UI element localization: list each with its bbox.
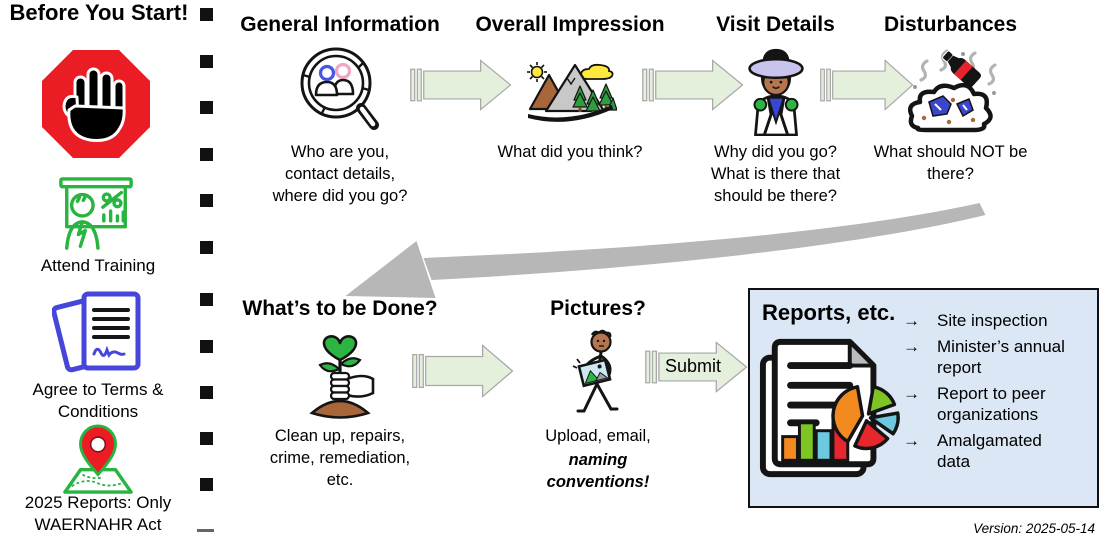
list-item-text: Amalgamated data: [937, 431, 1042, 471]
list-item-text: Report to peer organizations: [937, 384, 1046, 424]
list-item: → Site inspection: [903, 310, 1091, 331]
submit-label: Submit: [664, 356, 722, 376]
list-item-text: Site inspection: [937, 311, 1048, 330]
stop-hand-icon: [42, 50, 150, 158]
attend-training-label: Attend Training: [40, 256, 156, 275]
step-general-information: General Information Who are you, contact…: [240, 12, 440, 207]
waernahr-act-label: 2025 Reports: Only WAERNAHR Act: [24, 493, 172, 534]
divider-dash: [197, 529, 214, 532]
reports-list: → Site inspection → Minister’s annual re…: [903, 310, 1091, 477]
step-whats-to-be-done: What’s to be Done? Clean up, repairs, cr…: [240, 296, 440, 491]
arrow-bullet-icon: →: [903, 431, 920, 450]
before-you-start-title: Before You Start!: [9, 0, 189, 25]
reports-box: Reports, etc.: [748, 288, 1099, 508]
version-label: Version: 2025-05-14: [973, 521, 1095, 536]
training-presentation-icon: [59, 177, 133, 250]
step-description: What did you think?: [497, 143, 643, 161]
divider-square: [200, 340, 213, 353]
arrow-bullet-icon: →: [903, 384, 920, 403]
step-title: Pictures?: [550, 297, 646, 320]
divider-square: [200, 55, 213, 68]
list-item-text: Minister’s annual report: [937, 337, 1065, 377]
step-title: Overall Impression: [475, 13, 665, 36]
arrow-bullet-icon: →: [903, 337, 920, 356]
map-pin-icon: [63, 424, 133, 494]
park-visitor-icon: [747, 48, 804, 136]
reports-title: Reports, etc.: [762, 300, 896, 325]
step-disturbances: Disturbances: [858, 12, 1043, 185]
list-item: → Report to peer organizations: [903, 383, 1091, 425]
magnifier-people-icon: [300, 47, 379, 130]
step-description: Who are you, contact details, where did …: [272, 143, 408, 205]
divider-square: [200, 101, 213, 114]
step-title: What’s to be Done?: [242, 297, 438, 320]
step-overall-impression: Overall Impression: [468, 12, 672, 163]
flow-arrow-icon: [820, 59, 914, 111]
return-swoosh-arrow-icon: [345, 203, 986, 298]
planting-hand-icon: [309, 335, 375, 419]
step-description: What should NOT be there?: [873, 143, 1028, 183]
divider-square: [200, 386, 213, 399]
step-description: Clean up, repairs, crime, remediation, e…: [269, 427, 411, 489]
divider-square: [200, 478, 213, 491]
flow-arrow-icon: [412, 344, 514, 398]
arrow-bullet-icon: →: [903, 311, 920, 330]
submit-arrow-icon: [645, 341, 748, 393]
step-description: Why did you go? What is there that shoul…: [710, 143, 841, 205]
divider-square: [200, 432, 213, 445]
divider-square: [200, 241, 213, 254]
list-item: → Amalgamated data: [903, 430, 1091, 472]
step-title: Disturbances: [883, 13, 1018, 36]
divider-square: [200, 194, 213, 207]
landscape-icon: [527, 62, 617, 122]
step-visit-details: Visit Details Why did you go? What is th…: [688, 12, 863, 207]
flow-arrow-icon: [410, 59, 512, 111]
divider-square: [200, 293, 213, 306]
step-description: Upload, email,: [545, 427, 651, 445]
step-description-emphasis: naming conventions!: [546, 451, 650, 491]
step-title: Visit Details: [716, 13, 835, 36]
step-title: General Information: [240, 13, 440, 36]
reports-documents-chart-icon: [759, 338, 900, 478]
divider-square: [200, 148, 213, 161]
litter-pile-icon: [907, 49, 997, 133]
photo-person-icon: [572, 329, 619, 413]
list-item: → Minister’s annual report: [903, 336, 1091, 378]
agree-terms-label: Agree to Terms & Conditions: [32, 380, 164, 421]
flow-arrow-icon: [642, 59, 744, 111]
signed-documents-icon: [52, 291, 141, 373]
divider-square: [200, 8, 213, 21]
step-pictures: Pictures?: [498, 296, 698, 493]
